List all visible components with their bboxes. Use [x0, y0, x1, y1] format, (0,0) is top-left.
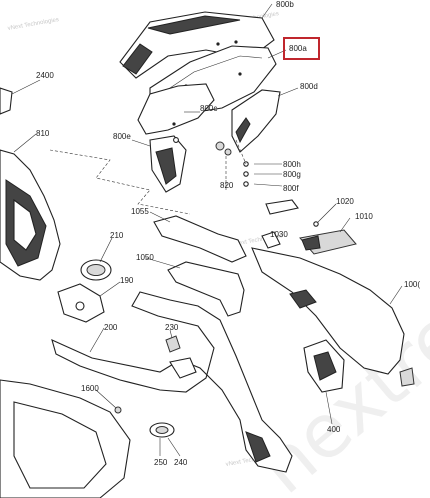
part-2400-edge [0, 87, 13, 115]
callout-800g: 800g [283, 170, 301, 179]
callout-400: 400 [327, 425, 341, 434]
part-250-240-cup [149, 422, 175, 438]
callout-1050: 1050 [136, 253, 154, 262]
callout-800d: 800d [300, 82, 318, 91]
callout-800a-highlight [283, 37, 320, 60]
callout-190: 190 [120, 276, 134, 285]
callout-1010: 1010 [355, 212, 373, 221]
callout-240: 240 [174, 458, 188, 467]
callout-800h: 800h [283, 160, 301, 169]
callout-1030: 1030 [270, 230, 288, 239]
callout-810: 810 [36, 129, 50, 138]
reference-line [49, 149, 191, 215]
part-100x-front-hood [251, 231, 405, 375]
leader-lines [11, 3, 403, 457]
callout-820: 820 [220, 181, 234, 190]
part-1050-foam-block [167, 261, 245, 317]
callout-800a: 800a [289, 44, 307, 53]
part-1020-handle [265, 199, 319, 227]
callout-210: 210 [110, 231, 124, 240]
callout-230: 230 [165, 323, 179, 332]
callout-1020: 1020 [336, 197, 354, 206]
part-800c-lower-panel [137, 83, 215, 135]
callout-100x: 100( [404, 280, 420, 289]
callout-800c: 800c [200, 104, 217, 113]
part-210-ring [80, 259, 112, 281]
part-200-main-side-panel [51, 291, 293, 473]
callout-1055: 1055 [131, 207, 149, 216]
part-230-clip [165, 335, 181, 353]
callout-200: 200 [104, 323, 118, 332]
fasteners-800f-800h [235, 139, 249, 187]
callout-1600: 1600 [81, 384, 99, 393]
part-1055-foam-strip [153, 215, 247, 263]
part-800b-upper-panel [119, 11, 275, 79]
callout-800f: 800f [283, 184, 299, 193]
part-800d-side-panel [231, 89, 281, 153]
part-400-vent [303, 339, 415, 393]
callout-250: 250 [154, 458, 168, 467]
part-810-side-body [0, 149, 61, 281]
part-1010-grille [299, 229, 357, 255]
part-1600-lower-panel [0, 379, 131, 498]
part-820-knob [215, 141, 232, 180]
callout-2400: 2400 [36, 71, 54, 80]
callout-800b: 800b [276, 0, 294, 9]
part-800e-left-bracket [149, 135, 187, 193]
callout-800e: 800e [113, 132, 131, 141]
part-190-bracket [57, 283, 105, 323]
watermark-1: vNext Technologies [7, 17, 59, 32]
